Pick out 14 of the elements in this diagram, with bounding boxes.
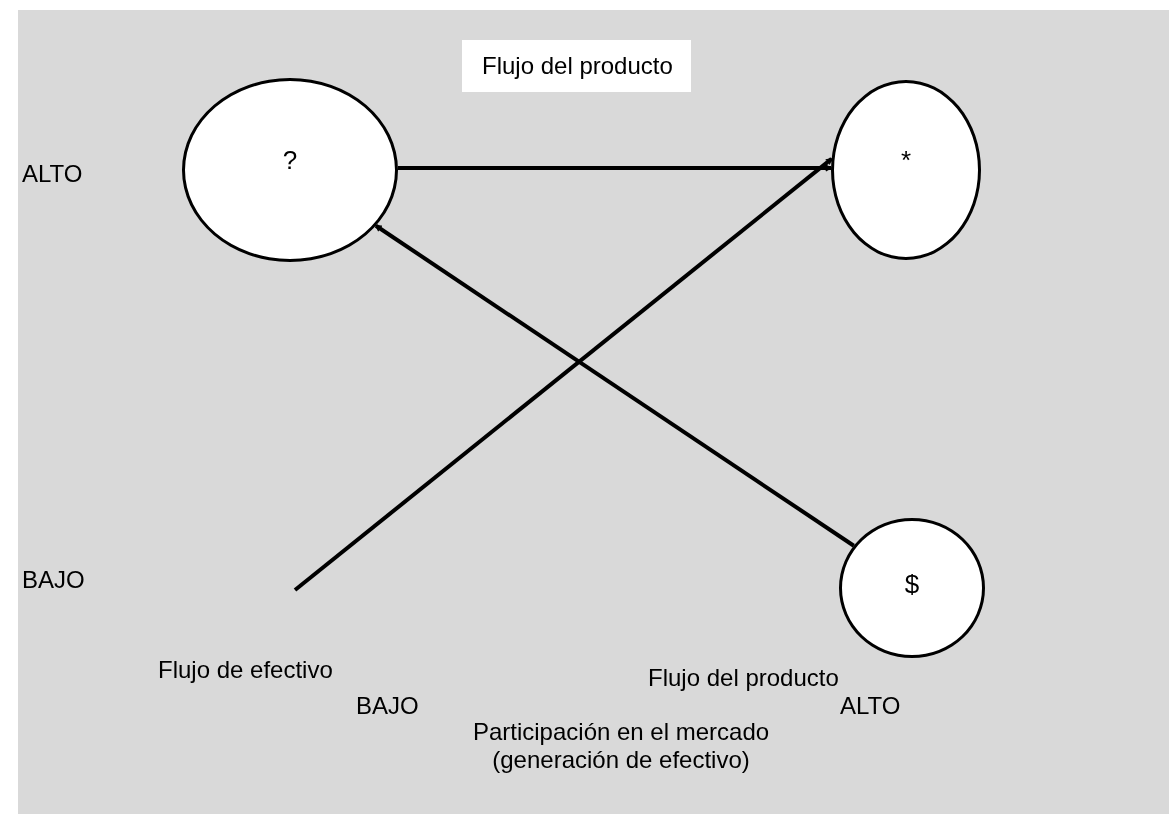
axis-label: ALTO xyxy=(840,692,901,720)
axis-label: BAJO xyxy=(22,566,85,594)
arrow xyxy=(293,157,833,592)
axis-label: Flujo del producto xyxy=(648,664,839,692)
text-box: Flujo del producto xyxy=(462,40,691,92)
axis-label: BAJO xyxy=(356,692,419,720)
symbol-text: ? xyxy=(282,144,298,176)
axis-label: Participación en el mercado (generación de efectivo) xyxy=(471,718,771,774)
axis-label: ALTO xyxy=(22,160,83,188)
arrow xyxy=(374,224,855,548)
arrow xyxy=(397,164,832,172)
axis-label: Flujo de efectivo xyxy=(158,656,333,684)
symbol-text: * xyxy=(900,144,912,176)
symbol-text: $ xyxy=(904,568,920,600)
